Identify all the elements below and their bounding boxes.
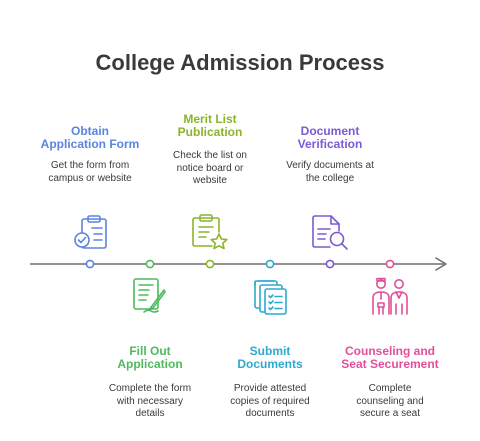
step-6-desc-line-2: counseling and [356,395,424,407]
step-5-marker [325,259,335,269]
step-2-title-line-1: Fill Out [129,344,171,358]
step-1-description: Get the form from campus or website [30,160,150,185]
step-3-desc-line-3: website [193,175,227,186]
step-1-title-line-1: Obtain [71,124,109,138]
form-pen-icon [133,278,166,313]
timeline-arrowhead [435,257,447,271]
step-5-description: Verify documents at the college [270,160,390,185]
step-1-title-line-2: Application Form [40,137,140,151]
step-2-desc-line-3: details [135,408,165,419]
two-people-icon [372,277,408,315]
page-title: College Admission Process [95,50,385,75]
step-6-description: Complete counseling and secure a seat [330,383,450,421]
step-1-marker [85,259,95,269]
step-4-desc-line-2: copies of required [230,395,310,407]
step-6-title: Counseling and Seat Securement [325,345,455,371]
step-2-marker [145,259,155,269]
step-1-desc-line-2: campus or website [48,172,132,184]
step-6-title-line-2: Seat Securement [341,357,439,371]
step-1-title: Obtain Application Form [25,125,155,151]
step-4-marker [265,259,275,269]
step-1-desc-line-1: Get the form from [50,160,130,171]
step-4-title: Submit Documents [205,345,335,371]
step-3-description: Check the list on notice board or websit… [150,150,270,188]
step-3-marker [205,259,215,269]
step-4-title-line-2: Documents [237,357,303,371]
step-4-desc-line-3: documents [245,408,295,419]
step-4-title-line-1: Submit [249,344,291,358]
stacked-documents-icon [254,280,287,315]
document-search-icon [312,215,348,250]
step-2-description: Complete the form with necessary details [90,383,210,421]
step-5-title: Document Verification [265,125,395,151]
step-6-desc-line-3: secure a seat [359,408,421,419]
step-2-title-line-2: Application [117,357,183,371]
step-3-desc-line-1: Check the list on [173,150,247,161]
step-2-desc-line-1: Complete the form [108,383,192,394]
step-6-desc-line-1: Complete [368,383,412,394]
step-5-desc-line-2: the college [305,172,355,184]
clipboard-star-icon [192,214,228,250]
step-3-desc-line-2: notice board or [176,162,244,174]
step-6-marker [385,259,395,269]
step-3-title-line-1: Merit List [183,112,237,126]
step-4-desc-line-1: Provide attested [233,383,307,394]
step-3-title-line-2: Publication [177,125,243,139]
step-2-desc-line-2: with necessary [116,395,184,407]
clipboard-check-icon [74,215,107,249]
step-2-title: Fill Out Application [85,345,215,371]
step-5-title-line-2: Verification [297,137,363,151]
step-6-title-line-1: Counseling and [345,344,435,358]
step-4-description: Provide attested copies of required docu… [210,383,330,421]
step-5-title-line-1: Document [300,124,360,138]
step-5-desc-line-1: Verify documents at [286,160,374,171]
step-3-title: Merit List Publication [145,113,275,139]
